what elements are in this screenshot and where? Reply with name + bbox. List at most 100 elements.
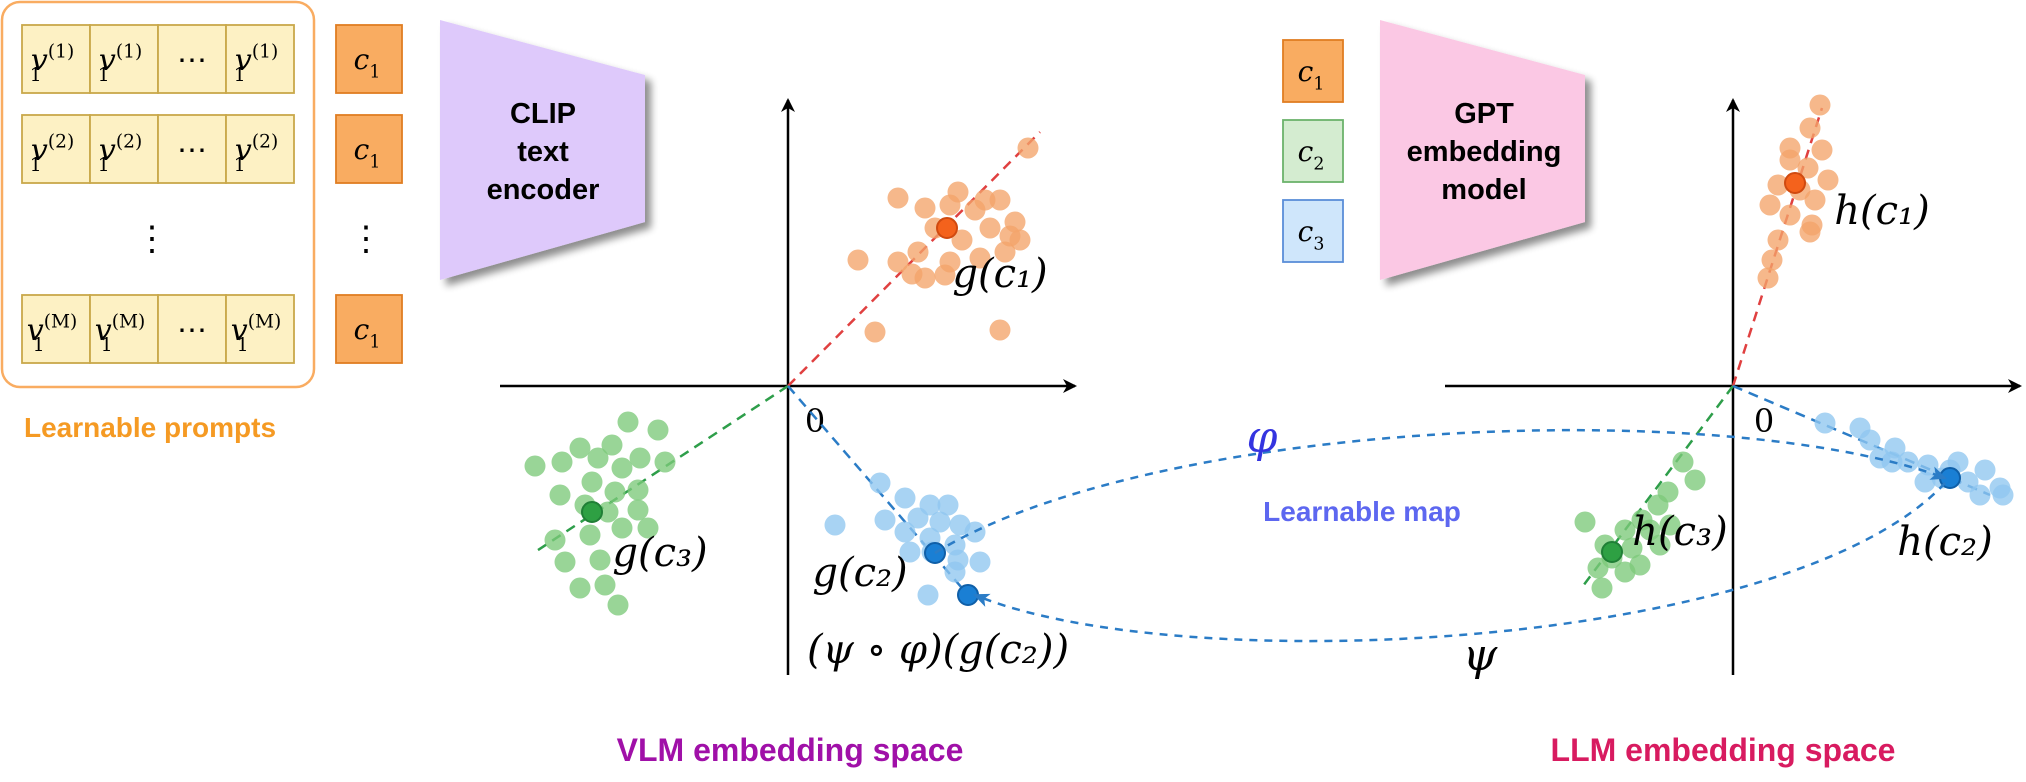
data-point — [914, 267, 936, 289]
prompt-class-token — [335, 114, 403, 184]
clip-label-line3: encoder — [487, 174, 600, 206]
data-point — [979, 217, 1001, 239]
data-point — [947, 181, 969, 203]
token-column-ellipsis: ⋮ — [349, 219, 383, 259]
data-point — [899, 541, 921, 563]
data-point — [601, 434, 623, 456]
data-point — [887, 187, 909, 209]
data-point — [1574, 511, 1596, 533]
prompt-class-token-label: c1 — [354, 133, 381, 172]
data-point — [604, 481, 626, 503]
data-point — [989, 189, 1011, 211]
data-point — [1799, 117, 1821, 139]
data-point — [969, 551, 991, 573]
psi-map-arrow — [973, 482, 1946, 643]
data-point — [611, 457, 633, 479]
gpt-label-line1: GPT — [1454, 98, 1514, 130]
vlm-space-title: VLM embedding space — [617, 732, 964, 768]
vlm-label-g1: g(c₁) — [952, 251, 1047, 297]
prompt-cell — [157, 114, 227, 184]
prompt-token: v(2)1 — [98, 131, 142, 175]
gpt-label-line3: model — [1441, 174, 1526, 206]
data-point — [589, 549, 611, 571]
data-point — [917, 584, 939, 606]
data-point — [989, 319, 1011, 341]
prompt-token: v(1)1 — [234, 41, 278, 85]
llm-embedding-space: 0 h(c₁) h(c₂) h(c₃) LLM embedding space — [1445, 94, 2022, 768]
data-point — [629, 447, 651, 469]
data-point — [874, 509, 896, 531]
llm-cluster-c2 — [1814, 412, 2014, 506]
data-point — [869, 472, 891, 494]
data-point — [1767, 174, 1789, 196]
data-point — [1779, 149, 1801, 171]
prompt-token: v(2)1 — [234, 131, 278, 175]
prompt-token: v(1)1 — [98, 41, 142, 85]
data-point — [1614, 519, 1636, 541]
data-point — [1009, 229, 1031, 251]
vlm-label-g3: g(c₃) — [612, 530, 707, 576]
data-point — [994, 241, 1016, 263]
llm-center-c3 — [1601, 541, 1623, 563]
prompt-class-token-label: c1 — [354, 43, 381, 82]
data-point — [1969, 484, 1991, 506]
data-point — [937, 494, 959, 516]
prompt-class-token-label: c1 — [354, 313, 381, 352]
prompt-cell-ellipsis: ⋯ — [177, 133, 207, 168]
data-point — [864, 321, 886, 343]
phi-map-arrow — [934, 428, 1947, 555]
prompts-panel-frame — [0, 0, 316, 389]
prompt-cell — [21, 114, 91, 184]
prompt-rows-ellipsis: ⋮ — [135, 219, 169, 259]
prompt-token: v(M)1 — [95, 311, 146, 355]
data-point — [581, 471, 603, 493]
data-point — [1767, 229, 1789, 251]
data-point — [554, 551, 576, 573]
llm-label-h2: h(c₂) — [1897, 519, 1992, 565]
clip-text-encoder: CLIP text encoder — [440, 20, 645, 280]
data-point — [1684, 469, 1706, 491]
data-point — [1817, 169, 1839, 191]
prompt-class-token — [335, 294, 403, 364]
data-point — [1797, 157, 1819, 179]
data-point — [607, 594, 629, 616]
vlm-origin-label: 0 — [805, 402, 825, 440]
class-token-1 — [1282, 39, 1344, 103]
llm-clusters — [1574, 94, 2014, 599]
data-point — [1814, 412, 1836, 434]
llm-label-h1: h(c₁) — [1834, 188, 1929, 234]
data-point — [951, 229, 973, 251]
data-point — [597, 501, 619, 523]
data-point — [944, 561, 966, 583]
data-point — [637, 517, 659, 539]
prompt-cell — [225, 294, 295, 364]
data-point — [1672, 451, 1694, 473]
prompt-cell — [225, 114, 295, 184]
prompts-caption: Learnable prompts — [24, 412, 276, 443]
vlm-cluster-c1 — [847, 137, 1039, 343]
data-point — [914, 197, 936, 219]
data-point — [1591, 577, 1613, 599]
learnable-maps: φ ψ Learnable map — [934, 412, 1947, 681]
data-point — [524, 455, 546, 477]
class-token-label: c3 — [1298, 215, 1325, 254]
data-point — [617, 411, 639, 433]
data-point — [594, 574, 616, 596]
data-point — [824, 514, 846, 536]
data-point — [894, 521, 916, 543]
data-point — [654, 451, 676, 473]
phi-label: φ — [1247, 412, 1278, 463]
vlm-clusters — [524, 131, 1041, 616]
data-point — [1649, 534, 1671, 556]
data-point — [1859, 429, 1881, 451]
data-point — [1759, 194, 1781, 216]
data-point — [587, 447, 609, 469]
data-point — [1659, 514, 1681, 536]
data-point — [1992, 484, 2014, 506]
data-point — [1614, 561, 1636, 583]
data-point — [1587, 557, 1609, 579]
llm-label-h3: h(c₃) — [1632, 509, 1727, 555]
